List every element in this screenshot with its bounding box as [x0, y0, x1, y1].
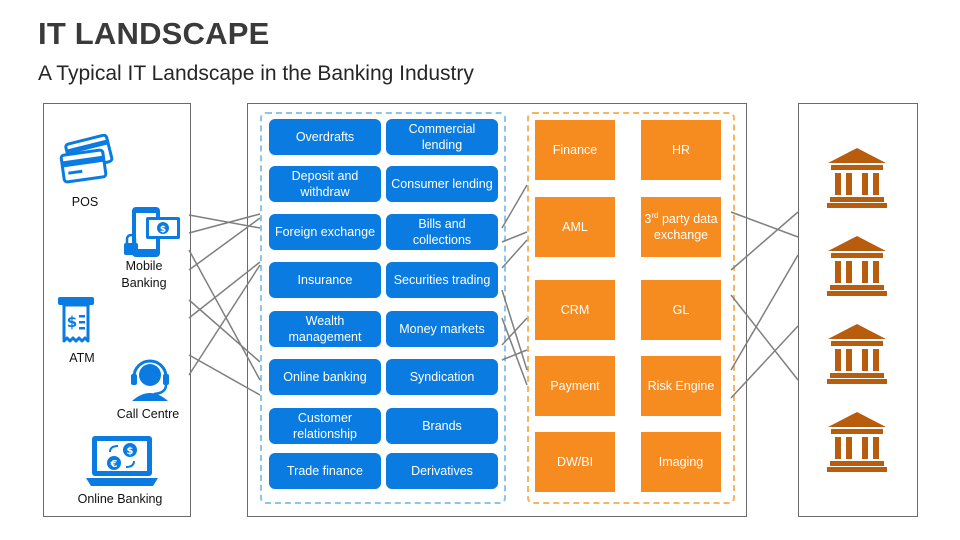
product-securities-trading: Securities trading — [386, 262, 498, 298]
product-consumer-lending: Consumer lending — [386, 166, 498, 202]
page-title: IT LANDSCAPE — [38, 16, 270, 51]
product-derivatives: Derivatives — [386, 453, 498, 489]
headset-icon — [131, 359, 169, 401]
connector-line — [501, 239, 528, 269]
channel-label-call-centre: Call Centre — [116, 407, 180, 421]
connector-line — [188, 217, 261, 271]
system-imaging: Imaging — [641, 432, 721, 492]
atm-icon: $ — [58, 297, 94, 343]
system-third-party-data-exchange: 3rd party data exchange — [641, 197, 721, 257]
product-online-banking: Online banking — [269, 359, 381, 395]
connector-line — [188, 249, 261, 381]
banks-panel — [798, 103, 918, 517]
product-commercial-lending: Commercial lending — [386, 119, 498, 155]
connector-line — [730, 325, 799, 399]
system-payment: Payment — [535, 356, 615, 416]
connector-line — [730, 211, 799, 271]
system-crm: CRM — [535, 280, 615, 340]
channel-label-online-banking: Online Banking — [77, 492, 163, 506]
connector-line — [501, 289, 528, 371]
system-hr: HR — [641, 120, 721, 180]
product-wealth-management: Wealth management — [269, 311, 381, 347]
product-overdrafts: Overdrafts — [269, 119, 381, 155]
channel-label-pos: POS — [71, 195, 99, 209]
systems-group — [527, 112, 735, 504]
mobile-money-icon: $ — [124, 207, 180, 257]
system-risk-engine: Risk Engine — [641, 356, 721, 416]
product-bills-and-collections: Bills and collections — [386, 214, 498, 250]
third-party-suffix: rd — [651, 210, 659, 220]
product-insurance: Insurance — [269, 262, 381, 298]
channel-label-mobile-banking: Mobile Banking — [84, 258, 204, 292]
bank-building-icon — [827, 148, 887, 208]
svg-text:$: $ — [127, 446, 134, 457]
connector-line — [501, 184, 528, 229]
connector-line — [188, 299, 261, 363]
bank-building-icon — [827, 324, 887, 384]
connector-line — [730, 211, 799, 238]
product-customer-relationship: Customer relationship — [269, 408, 381, 444]
product-deposit-and-withdraw: Deposit and withdraw — [269, 166, 381, 202]
connector-line — [501, 317, 528, 346]
product-brands: Brands — [386, 408, 498, 444]
system-gl: GL — [641, 280, 721, 340]
svg-text:$: $ — [67, 313, 77, 331]
connector-line — [188, 354, 261, 396]
system-aml: AML — [535, 197, 615, 257]
product-money-markets: Money markets — [386, 311, 498, 347]
bank-building-icon — [827, 236, 887, 296]
product-foreign-exchange: Foreign exchange — [269, 214, 381, 250]
connector-line — [188, 264, 261, 376]
svg-text:$: $ — [160, 225, 166, 235]
connector-line — [188, 261, 261, 319]
connector-line — [501, 317, 528, 386]
channel-label-atm: ATM — [69, 351, 95, 365]
connector-line — [730, 254, 799, 371]
connector-line — [730, 294, 799, 381]
system-dw-bi: DW/BI — [535, 432, 615, 492]
bank-building-icon — [827, 412, 887, 472]
product-trade-finance: Trade finance — [269, 453, 381, 489]
third-party-text: party data exchange — [653, 212, 718, 242]
products-group — [260, 112, 506, 504]
svg-text:€: € — [110, 459, 118, 470]
page-subtitle: A Typical IT Landscape in the Banking In… — [38, 62, 474, 85]
connector-line — [501, 349, 528, 361]
connector-line — [188, 213, 261, 234]
connector-line — [501, 231, 528, 243]
product-syndication: Syndication — [386, 359, 498, 395]
system-finance: Finance — [535, 120, 615, 180]
laptop-currency-icon: $ € — [86, 436, 158, 486]
third-party-number: 3 — [644, 212, 652, 226]
channel-label-mobile: Mobile Banking — [121, 259, 167, 290]
credit-cards-icon — [59, 134, 114, 184]
